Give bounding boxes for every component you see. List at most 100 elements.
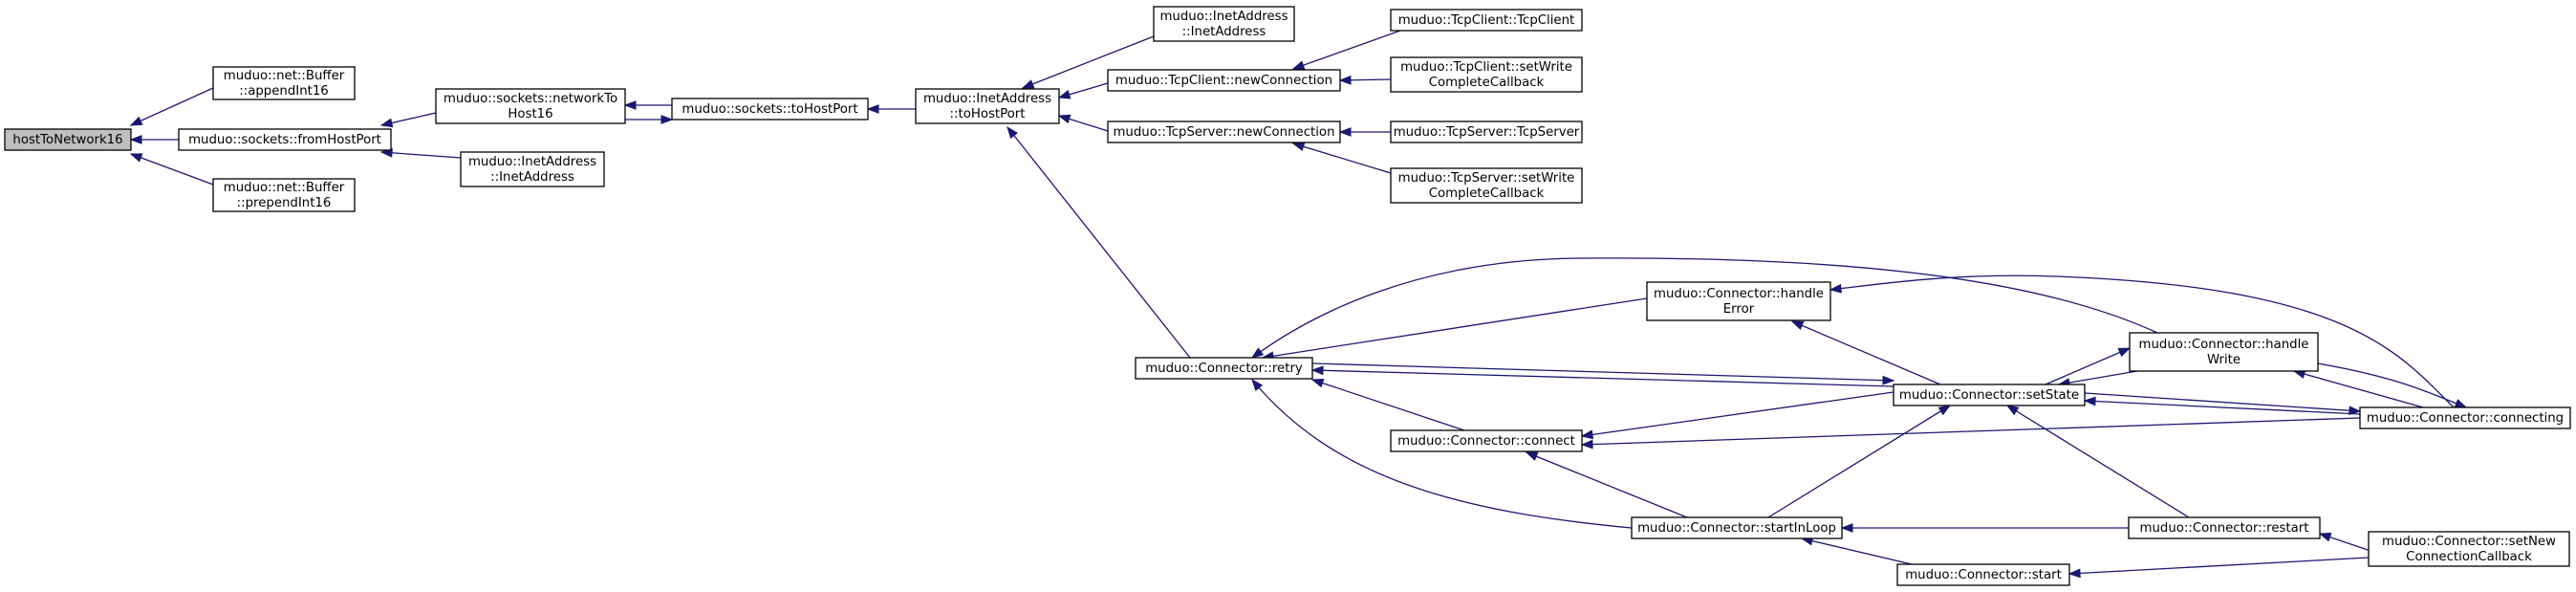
arrowhead <box>1580 429 1594 440</box>
node-muduo-connector-startinloop[interactable]: muduo::Connector::startInLoop <box>1631 516 1843 539</box>
edge-muduo-sockets-fromhostport-to-hosttonetwork16 <box>129 135 179 144</box>
node-muduo-connector-connecting[interactable]: muduo::Connector::connecting <box>2359 406 2571 429</box>
arrowhead <box>1338 75 1352 85</box>
edge-line <box>1007 126 1191 359</box>
edge-line <box>1292 30 1401 70</box>
node-muduo-tcpserver-setwritecompletecallback[interactable]: muduo::TcpServer::setWriteCompleteCallba… <box>1390 167 1583 204</box>
edge-line <box>1767 405 1951 518</box>
node-muduo-tcpclient-tcpclient[interactable]: muduo::TcpClient::TcpClient <box>1390 9 1583 32</box>
node-label: muduo::sockets::networkTo <box>444 92 617 106</box>
node-label: muduo::sockets::fromHostPort <box>188 133 381 147</box>
node-muduo-inetaddress-inetaddress[interactable]: muduo::InetAddress::InetAddress <box>460 151 605 187</box>
node-muduo-tcpserver-tcpserver[interactable]: muduo::TcpServer::TcpServer <box>1390 121 1583 143</box>
edge-line <box>1022 35 1155 89</box>
node-box <box>1107 121 1341 143</box>
node-label: muduo::Connector::setState <box>1899 388 2079 403</box>
arrowhead <box>1882 375 1895 385</box>
node-label: muduo::InetAddress <box>1159 10 1288 24</box>
node-muduo-connector-retry[interactable]: muduo::Connector::retry <box>1135 357 1313 380</box>
node-hosttonetwork16[interactable]: hostToNetwork16 <box>4 128 132 151</box>
arrowhead <box>129 135 142 144</box>
node-muduo-net-buffer-appendint16[interactable]: muduo::net::Buffer::appendInt16 <box>212 66 356 100</box>
arrowhead <box>623 100 637 110</box>
edge-line <box>1292 143 1392 174</box>
node-box <box>2368 531 2570 567</box>
edge-muduo-inetaddress-inetaddress-to-muduo-inetaddress-tohostport <box>1021 35 1155 89</box>
edge-line <box>2058 370 2138 385</box>
node-muduo-tcpclient-newconnection[interactable]: muduo::TcpClient::newConnection <box>1107 69 1341 92</box>
node-box <box>212 66 356 100</box>
edge-muduo-connector-setstate-to-muduo-connector-retry <box>1310 365 1894 387</box>
edge-muduo-connector-setnewconnectioncallback-to-muduo-connector-restart <box>2318 533 2371 552</box>
edge-line <box>1251 379 1633 529</box>
node-box <box>2129 332 2319 372</box>
arrowhead <box>2454 399 2468 408</box>
node-box <box>1390 429 1583 452</box>
node-label: Host16 <box>508 107 552 121</box>
edge-muduo-connector-handlewrite-to-muduo-connector-connecting <box>2317 362 2468 408</box>
node-muduo-connector-connect[interactable]: muduo::Connector::connect <box>1390 429 1583 452</box>
edge-line <box>1311 379 1465 431</box>
arrowhead <box>2083 396 2096 406</box>
node-box <box>1896 563 2070 586</box>
edge-line <box>1311 362 1894 382</box>
arrowhead <box>866 104 879 114</box>
node-muduo-sockets-tohostport[interactable]: muduo::sockets::toHostPort <box>671 98 869 121</box>
node-box <box>435 88 626 124</box>
edge-muduo-connector-startinloop-to-muduo-connector-connect <box>1525 451 1688 518</box>
node-box <box>1646 281 1831 321</box>
arrowhead <box>2067 568 2081 579</box>
node-label: muduo::Connector::handle <box>2139 338 2309 352</box>
arrowhead <box>2349 406 2362 416</box>
edge-line <box>2317 362 2467 408</box>
node-label: ::toHostPort <box>950 107 1026 121</box>
edge-line <box>130 87 214 126</box>
arrowhead <box>2117 347 2132 358</box>
arrowhead <box>1251 378 1264 392</box>
node-muduo-inetaddress-inetaddress[interactable]: muduo::InetAddress::InetAddress <box>1153 6 1295 42</box>
arrowhead <box>129 116 143 126</box>
edge-line <box>2068 557 2370 575</box>
edge-muduo-connector-connecting-to-muduo-connector-handleerror <box>1829 274 2455 408</box>
edge-muduo-connector-connecting-to-muduo-connector-handlewrite <box>2292 369 2424 408</box>
node-muduo-connector-start[interactable]: muduo::Connector::start <box>1896 563 2070 586</box>
node-muduo-net-buffer-prependint16[interactable]: muduo::net::Buffer::prependInt16 <box>212 178 356 212</box>
node-label: muduo::InetAddress <box>468 155 596 169</box>
node-muduo-tcpserver-newconnection[interactable]: muduo::TcpServer::newConnection <box>1107 121 1341 143</box>
edge-line <box>1251 257 2158 359</box>
edge-muduo-connector-start-to-muduo-connector-startinloop <box>1800 536 1913 565</box>
edge-line <box>1829 274 2455 408</box>
edge-line <box>2084 400 2361 415</box>
edge-muduo-connector-connecting-to-muduo-connector-setstate <box>2083 396 2361 415</box>
node-label: muduo::Connector::connect <box>1397 434 1575 449</box>
node-box <box>2359 406 2571 429</box>
edge-line <box>1526 451 1688 518</box>
node-muduo-tcpclient-setwritecompletecallback[interactable]: muduo::TcpClient::setWriteCompleteCallba… <box>1390 56 1583 93</box>
node-muduo-inetaddress-tohostport[interactable]: muduo::InetAddress::toHostPort <box>915 88 1060 124</box>
node-label: muduo::Connector::connecting <box>2367 411 2564 426</box>
arrowhead <box>2318 533 2332 542</box>
node-muduo-sockets-fromhostport[interactable]: muduo::sockets::fromHostPort <box>178 128 392 151</box>
node-label: muduo::Connector::restart <box>2140 521 2309 536</box>
edge-muduo-connector-setnewconnectioncallback-to-muduo-connector-start <box>2067 557 2370 579</box>
node-box <box>671 98 869 121</box>
arrowhead <box>1310 378 1325 388</box>
node-muduo-connector-restart[interactable]: muduo::Connector::restart <box>2128 516 2321 539</box>
node-label: muduo::TcpServer::setWrite <box>1398 171 1575 186</box>
edge-muduo-tcpclient-setwritecompletecallback-to-muduo-tcpclient-newconnection <box>1338 75 1392 85</box>
arrowhead <box>1250 347 1265 359</box>
node-muduo-connector-setnewconnectioncallback[interactable]: muduo::Connector::setNewConnectionCallba… <box>2368 531 2570 567</box>
node-label: muduo::TcpServer::TcpServer <box>1394 125 1580 140</box>
arrowhead <box>1580 439 1593 449</box>
edge-muduo-tcpclient-tcpclient-to-muduo-tcpclient-newconnection <box>1291 30 1401 70</box>
edge-muduo-sockets-networktohost16-to-muduo-sockets-tohostport <box>625 115 674 124</box>
node-muduo-connector-setstate[interactable]: muduo::Connector::setState <box>1893 384 2086 406</box>
arrowhead <box>1829 283 1842 294</box>
edge-line <box>2084 392 2361 412</box>
edge-muduo-connector-setstate-to-muduo-connector-handlewrite <box>2045 347 2132 385</box>
arrowhead <box>1007 125 1019 140</box>
edge-line <box>130 153 214 186</box>
